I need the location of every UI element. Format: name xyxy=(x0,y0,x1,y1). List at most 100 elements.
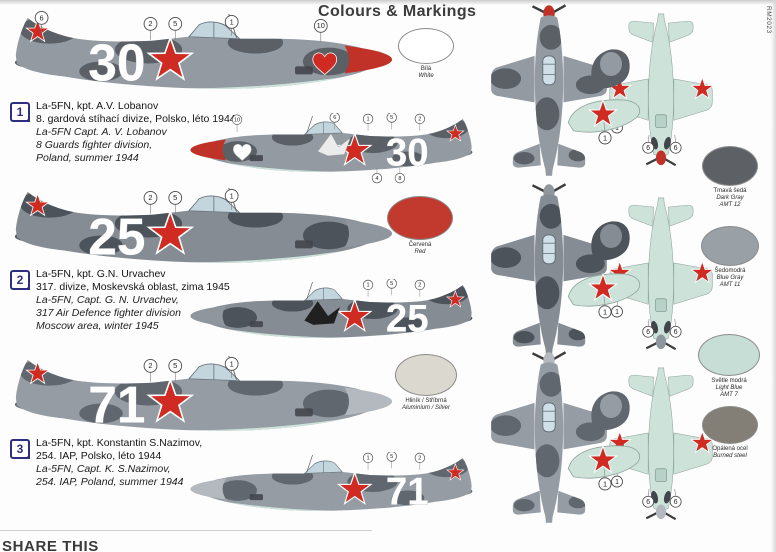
page-title: Colours & Markings xyxy=(318,3,477,20)
leader-line xyxy=(603,122,606,131)
side-profile-right-scheme-1: 30 6 2 5 1 10 xyxy=(2,11,398,109)
callout: 4 xyxy=(371,167,383,184)
side-profile-right-scheme-2: 25 2 5 1 xyxy=(2,184,398,283)
swatch-name-cz: Bílá xyxy=(420,66,432,72)
callout: 6 xyxy=(642,134,655,154)
svg-text:1: 1 xyxy=(366,283,369,289)
swatch-oval xyxy=(702,406,758,444)
paint-swatch-light-blue: Světle modrá Light Blue AMT 7 xyxy=(693,334,765,399)
callout: 5 xyxy=(386,113,397,130)
callout: 5 xyxy=(168,16,183,40)
svg-text:1: 1 xyxy=(603,479,607,488)
scheme-number-badge: 1 xyxy=(10,102,30,122)
fragment-patch xyxy=(600,52,622,76)
top-view-scheme-3 xyxy=(487,349,611,525)
swatch-name-cz: Světle modrá xyxy=(711,378,747,384)
svg-text:6: 6 xyxy=(40,13,44,22)
svg-text:2: 2 xyxy=(418,283,421,289)
callout: 1 xyxy=(598,131,612,145)
leader-line xyxy=(603,296,606,305)
bottom-view-scheme-3: 1 6 6 xyxy=(606,366,716,522)
svg-text:1: 1 xyxy=(230,17,234,26)
scheme-line-cz: 317. divize, Moskevská oblast, zima 1945 xyxy=(36,281,230,293)
paint-swatch-red: Červená Red xyxy=(384,196,456,256)
swatch-name-en: Blue Gray xyxy=(716,275,744,281)
svg-text:6: 6 xyxy=(646,329,650,336)
fragment-patch xyxy=(600,394,622,418)
callout: 1 xyxy=(598,477,612,491)
scheme-line-cz: 254. IAP, Polsko, léto 1944 xyxy=(36,450,162,462)
svg-text:6: 6 xyxy=(674,145,678,152)
kit-code: RM2023 xyxy=(765,6,772,34)
paint-swatch-blue-gray: Šedomodrá Blue Gray AMT 11 xyxy=(694,226,766,289)
svg-text:1: 1 xyxy=(366,117,369,123)
svg-text:1: 1 xyxy=(615,125,619,132)
scheme-line-en: Poland, summer 1944 xyxy=(36,152,139,164)
tactical-number: 25 xyxy=(88,207,145,265)
callout: 2 xyxy=(143,358,158,382)
callout: 1 xyxy=(611,468,623,488)
swatch-paint-code: AMT 7 xyxy=(720,392,738,398)
aircraft-body xyxy=(2,14,398,109)
svg-text:1: 1 xyxy=(615,479,619,486)
callout: 5 xyxy=(386,452,397,469)
aircraft-body xyxy=(186,455,482,526)
share-this-text: SHARE THIS xyxy=(2,538,99,552)
svg-text:1: 1 xyxy=(615,309,619,316)
callout: 1 xyxy=(362,279,374,297)
svg-text:10: 10 xyxy=(317,21,325,30)
callout: 6 xyxy=(669,488,682,508)
callout: 2 xyxy=(414,279,425,297)
callout: 6 xyxy=(642,318,655,338)
aircraft-top-view xyxy=(490,352,607,523)
wing-underside-fragment-scheme-1: 1 xyxy=(567,99,641,145)
scheme-3-description: 3 La-5FN, kpt. Konstantin S.Nazimov, 254… xyxy=(10,437,270,489)
callout: 5 xyxy=(168,358,183,382)
scheme-line-en: 254. IAP, Poland, summer 1944 xyxy=(36,476,184,488)
callout: 10 xyxy=(231,114,243,133)
callout: 2 xyxy=(414,113,425,131)
leader-line xyxy=(603,468,606,477)
swatch-name-cz: Opálená ocel xyxy=(712,446,748,452)
callout: 1 xyxy=(224,356,239,378)
svg-text:2: 2 xyxy=(418,456,421,462)
swatch-name-cz: Šedomodrá xyxy=(714,268,746,274)
svg-text:2: 2 xyxy=(148,19,152,28)
svg-text:5: 5 xyxy=(390,115,393,121)
svg-text:1: 1 xyxy=(230,191,234,200)
tactical-number: 71 xyxy=(386,471,429,514)
callout: 2 xyxy=(143,190,158,214)
scheme-line-cz: La-5FN, kpt. Konstantin S.Nazimov, xyxy=(36,437,203,449)
paint-swatch-white: Bílá White xyxy=(390,28,462,80)
tactical-number: 25 xyxy=(386,298,429,341)
svg-text:1: 1 xyxy=(603,307,607,316)
rudder-fragment-scheme-2 xyxy=(591,221,630,261)
scheme-line-cz: 8. gardová stíhací divize, Polsko, léto … xyxy=(36,113,236,125)
callout: 10 xyxy=(313,18,328,42)
tactical-number: 71 xyxy=(88,375,145,433)
scheme-line-en: La-5FN, Capt. G. N. Urvachev, xyxy=(36,294,179,306)
svg-text:2: 2 xyxy=(148,193,152,202)
rudder-fragment-scheme-3 xyxy=(591,391,630,431)
svg-text:10: 10 xyxy=(234,117,240,123)
swatch-name-en: White xyxy=(418,73,434,79)
swatch-oval xyxy=(702,146,758,186)
svg-text:6: 6 xyxy=(646,145,650,152)
side-profile-left-scheme-2: 25 1 5 2 xyxy=(186,279,482,353)
page-edge-top xyxy=(0,0,776,5)
wing-underside-fragment-scheme-3: 1 xyxy=(567,445,641,491)
scheme-1-description: 1 La-5FN, kpt. A.V. Lobanov 8. gardová s… xyxy=(10,100,270,165)
swatch-name-cz: Červená xyxy=(408,242,432,248)
scheme-2-description: 2 La-5FN, kpt. G.N. Urvachev 317. divize… xyxy=(10,268,270,333)
svg-text:6: 6 xyxy=(646,499,650,506)
bird-artwork xyxy=(304,301,340,325)
side-profile-left-scheme-1: 30 10 6 1 5 2 4 8 xyxy=(186,113,482,187)
svg-text:5: 5 xyxy=(173,361,177,370)
svg-text:1: 1 xyxy=(603,133,607,142)
svg-text:5: 5 xyxy=(173,19,177,28)
rudder-fragment-scheme-1 xyxy=(591,49,630,89)
scheme-line-en: 8 Guards fighter division, xyxy=(36,139,153,151)
swatch-name-en: Dark Gray xyxy=(716,195,744,201)
swatch-paint-code: AMT 12 xyxy=(719,202,741,208)
